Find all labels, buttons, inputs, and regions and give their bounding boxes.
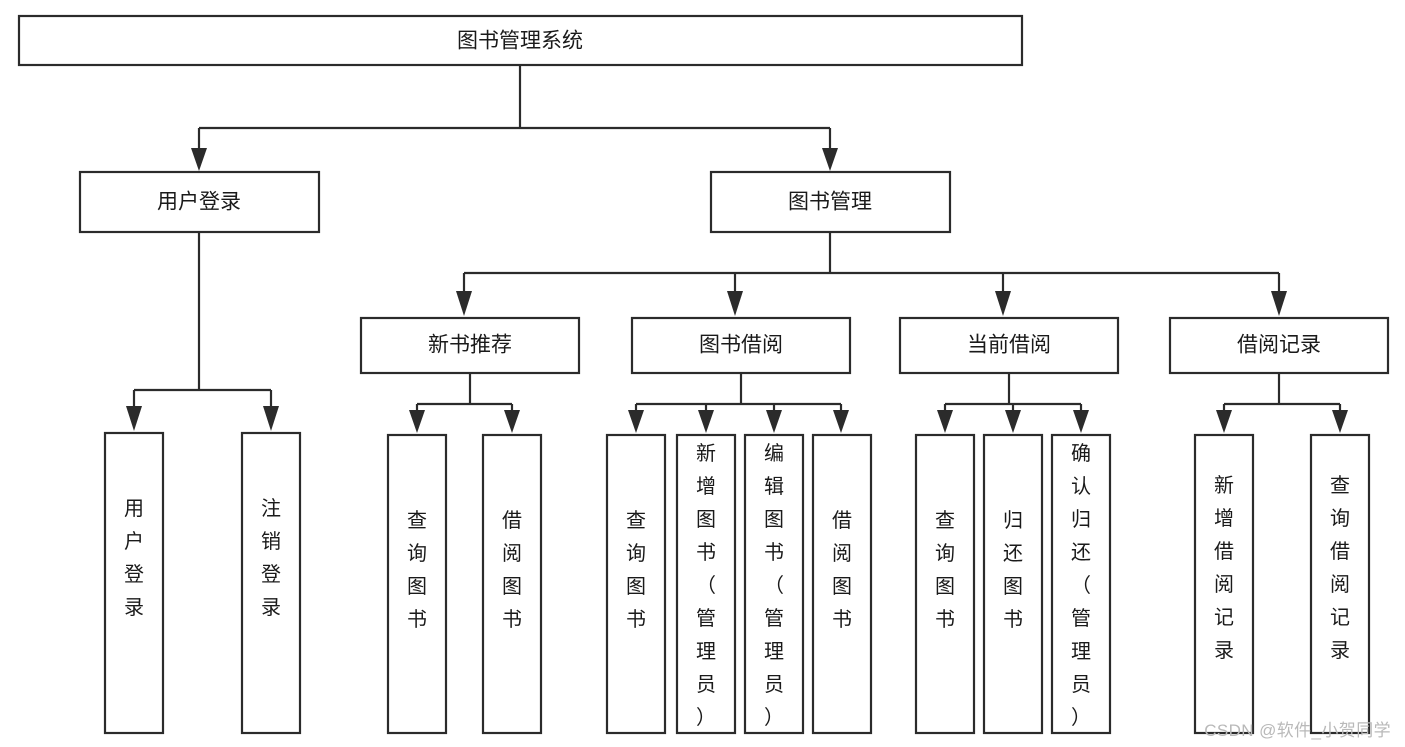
csdn-watermark: CSDN @软件_小贺同学 [1204,721,1391,740]
arrowhead-nb-leaf-1 [409,410,425,433]
arrowhead-new-book [456,291,472,316]
arrowhead-bb-leaf-3 [766,410,782,433]
leaf-label: 用户登录 [124,498,144,619]
node-book-borrow-label: 图书借阅 [699,334,783,357]
node-borrow-record[interactable]: 借阅记录 [1168,316,1390,375]
node-new-book-recommend[interactable]: 新书推荐 [359,316,581,375]
leaf-box[interactable] [103,431,165,735]
node-borrow-record-label: 借阅记录 [1237,334,1321,357]
arrowhead-cb-leaf-2 [1005,410,1021,433]
leaf-box[interactable] [982,433,1044,735]
leaf-new-book-borrow[interactable]: 借阅图书 [481,433,543,735]
leaf-box[interactable] [481,433,543,735]
leaf-current-borrow-query[interactable]: 查询图书 [914,433,976,735]
leaf-label: 查询图书 [407,509,427,631]
leaf-label: 查询图书 [935,509,955,631]
leaf-borrow-record-query[interactable]: 查询借阅记录 [1309,433,1371,735]
node-user-login-box[interactable] [78,170,321,234]
leaf-box[interactable] [240,431,302,735]
leaf-current-borrow-confirm[interactable]: 确认归还（管理员） [1050,433,1112,735]
arrowhead-book-borrow [727,291,743,316]
arrowhead-bb-leaf-1 [628,410,644,433]
arrowhead-user-login [191,148,207,171]
leaf-box[interactable] [1309,433,1371,735]
leaf-label: 查询借阅记录 [1330,474,1350,662]
node-root-box[interactable] [17,14,1024,67]
node-user-login-label: 用户登录 [157,191,241,214]
leaf-box[interactable] [914,433,976,735]
leaf-label: 借阅图书 [502,509,522,631]
leaf-book-borrow-add[interactable]: 新增图书（管理员） [675,433,737,735]
leaf-label: 新增图书（管理员） [696,442,716,729]
leaf-new-book-query[interactable]: 查询图书 [386,433,448,735]
leaf-book-borrow-query[interactable]: 查询图书 [605,433,667,735]
connectors-group [126,66,1348,433]
leaf-label: 借阅图书 [832,509,852,631]
node-book-borrow[interactable]: 图书借阅 [630,316,852,375]
node-current-borrow-box[interactable] [898,316,1120,375]
leaf-box[interactable] [1193,433,1255,735]
leaf-label: 新增借阅记录 [1214,474,1234,662]
arrowhead-bb-leaf-4 [833,410,849,433]
leaf-box[interactable] [386,433,448,735]
node-book-borrow-box[interactable] [630,316,852,375]
leaf-label: 归还图书 [1003,509,1023,631]
leaf-box[interactable] [1050,433,1112,735]
arrowhead-borrow-record [1271,291,1287,316]
node-root-system[interactable]: 图书管理系统 [17,14,1024,67]
leaf-label: 确认归还（管理员） [1071,442,1091,729]
node-root-label: 图书管理系统 [457,30,583,53]
leaf-box[interactable] [811,433,873,735]
leaf-book-borrow-lend[interactable]: 借阅图书 [811,433,873,735]
arrowhead-br-leaf-1 [1216,410,1232,433]
arrowhead-br-leaf-2 [1332,410,1348,433]
leaf-label: 编辑图书（管理员） [764,442,784,729]
arrowhead-book-manage [822,148,838,171]
node-book-manage-label: 图书管理 [788,191,872,214]
leaf-borrow-record-add[interactable]: 新增借阅记录 [1193,433,1255,735]
node-new-book-recommend-box[interactable] [359,316,581,375]
node-user-login[interactable]: 用户登录 [78,170,321,234]
leaf-user-login-logout[interactable]: 注销登录 [240,431,302,735]
leaf-user-login-login[interactable]: 用户登录 [103,431,165,735]
node-current-borrow-label: 当前借阅 [967,334,1051,357]
arrowhead-cb-leaf-1 [937,410,953,433]
leaf-box[interactable] [605,433,667,735]
leaf-box[interactable] [675,433,737,735]
arrowhead-leaf-logout [263,406,279,431]
leaf-current-borrow-return[interactable]: 归还图书 [982,433,1044,735]
arrowhead-leaf-user-login [126,406,142,431]
arrowhead-nb-leaf-2 [504,410,520,433]
leaf-label: 注销登录 [261,497,281,619]
leaf-label: 查询图书 [626,509,646,631]
leaf-book-borrow-edit[interactable]: 编辑图书（管理员） [743,433,805,735]
node-borrow-record-box[interactable] [1168,316,1390,375]
node-new-book-recommend-label: 新书推荐 [428,334,512,357]
arrowhead-cb-leaf-3 [1073,410,1089,433]
arrowhead-bb-leaf-2 [698,410,714,433]
node-book-manage[interactable]: 图书管理 [709,170,952,234]
arrowhead-current-borrow [995,291,1011,316]
leaf-box[interactable] [743,433,805,735]
node-book-manage-box[interactable] [709,170,952,234]
node-current-borrow[interactable]: 当前借阅 [898,316,1120,375]
